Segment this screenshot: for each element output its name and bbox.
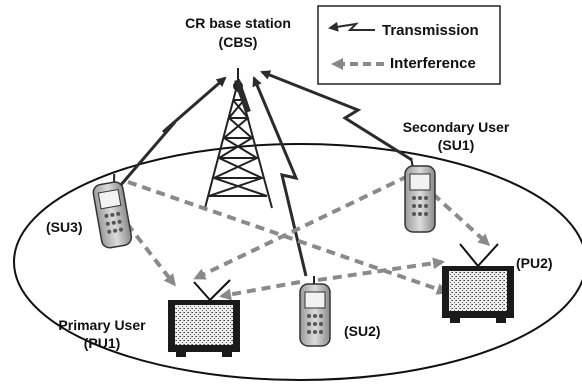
legend-interference-label: Interference bbox=[390, 55, 476, 72]
cbs-label-line2: (CBS) bbox=[219, 34, 258, 50]
su2-phone-icon bbox=[299, 276, 331, 347]
transmission-links bbox=[118, 70, 413, 277]
pu2-tv-icon bbox=[442, 243, 514, 323]
su1-phone-icon bbox=[404, 157, 436, 233]
coverage-area bbox=[13, 143, 582, 381]
interference-su2-pu2 bbox=[317, 257, 445, 282]
su2-label: (SU2) bbox=[344, 323, 381, 339]
interference-su3-pu2 bbox=[127, 180, 449, 295]
transmission-su2-cbs bbox=[252, 76, 308, 277]
pu2-label: (PU2) bbox=[516, 255, 553, 271]
legend-transmission-icon bbox=[328, 21, 375, 32]
pu1-label-line2: (PU1) bbox=[84, 335, 121, 351]
pu1-tv-icon bbox=[168, 279, 240, 357]
pu1-label-line1: Primary User bbox=[58, 317, 146, 333]
transmission-su3-cbs bbox=[118, 76, 227, 187]
interference-su1-pu1 bbox=[193, 174, 409, 280]
cbs-label-line1: CR base station bbox=[185, 15, 291, 31]
su1-label-line2: (SU1) bbox=[438, 137, 475, 153]
su3-phone-icon bbox=[92, 173, 133, 249]
legend: Transmission Interference bbox=[317, 5, 501, 85]
legend-transmission-label: Transmission bbox=[382, 22, 479, 39]
interference-su2-pu1 bbox=[219, 280, 301, 301]
su3-label: (SU3) bbox=[46, 219, 83, 235]
su1-label-line1: Secondary User bbox=[403, 119, 510, 135]
transmission-su1-cbs bbox=[260, 70, 413, 162]
